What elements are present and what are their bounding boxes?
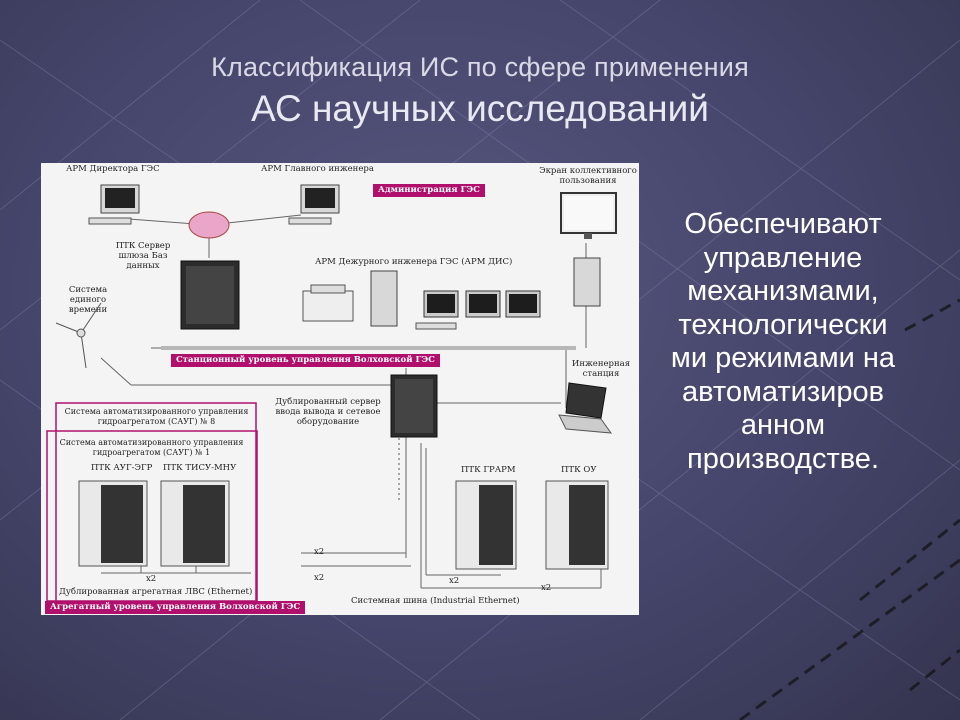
time-system-antenna-icon bbox=[55, 302, 102, 369]
label-x2-a: x2 bbox=[314, 547, 325, 557]
chief-pc-icon bbox=[288, 184, 340, 225]
cabinet-tisu-icon bbox=[160, 480, 230, 567]
printer-icon bbox=[302, 284, 354, 322]
label-engineering-station: Инженерная станция bbox=[571, 359, 631, 379]
side-description: Обеспечивают управление механизмами, тех… bbox=[670, 208, 896, 475]
collective-screen-icon bbox=[560, 192, 617, 239]
label-x2-e: x2 bbox=[541, 583, 552, 593]
cabinet-ou-icon bbox=[545, 480, 609, 570]
label-saug1: Система автоматизированного управления г… bbox=[59, 438, 244, 457]
label-time-system: Система единого времени bbox=[68, 285, 108, 315]
label-dup-lan: Дублированная агрегатная ЛВС (Ethernet) bbox=[59, 587, 253, 597]
label-arm-dis: АРМ Дежурного инженера ГЭС (АРМ ДИС) bbox=[315, 257, 513, 267]
label-ptk-ou: ПТК ОУ bbox=[561, 465, 597, 475]
label-x2-c: x2 bbox=[314, 573, 325, 583]
cabinet-grarm-icon bbox=[455, 480, 517, 570]
label-ptk-grarm: ПТК ГРАРМ bbox=[461, 465, 516, 475]
label-x2-b: x2 bbox=[146, 574, 157, 584]
label-saug8: Система автоматизированного управления г… bbox=[64, 407, 249, 426]
network-diagram: АРМ Директора ГЭС АРМ Главного инженера … bbox=[41, 163, 639, 615]
label-system-bus: Системная шина (Industrial Ethernet) bbox=[351, 596, 520, 606]
tower-right-icon bbox=[573, 257, 601, 307]
label-dup-server: Дублированный сервер ввода вывода и сете… bbox=[275, 397, 381, 427]
station-band: Станционный уровень управления Волховско… bbox=[171, 354, 440, 367]
cabinet-aug-icon bbox=[78, 480, 148, 567]
gateway-server-icon bbox=[180, 260, 240, 330]
label-gateway-server: ПТК Сервер шлюза Баз данных bbox=[115, 241, 171, 271]
label-arm-director: АРМ Директора ГЭС bbox=[66, 164, 160, 174]
dis-monitors-icon bbox=[415, 290, 541, 330]
slide-title-line1: Классификация ИС по сфере применения bbox=[211, 52, 749, 82]
slide-title-line2: АС научных исследований bbox=[251, 88, 709, 129]
label-x2-d: x2 bbox=[449, 576, 460, 586]
label-ptk-aug: ПТК АУГ-ЭГР bbox=[91, 463, 153, 473]
label-arm-chief: АРМ Главного инженера bbox=[261, 164, 374, 174]
duplicated-server-icon bbox=[390, 374, 438, 438]
diagram-graphics bbox=[46, 184, 617, 604]
label-ptk-tisu: ПТК ТИСУ-МНУ bbox=[163, 463, 237, 473]
label-collective-screen: Экран коллективного пользования bbox=[539, 166, 637, 186]
admin-band: Администрация ГЭС bbox=[373, 184, 485, 197]
agg-band: Агрегатный уровень управления Волховской… bbox=[45, 601, 306, 614]
dis-tower-icon bbox=[370, 270, 398, 327]
laptop-icon bbox=[558, 382, 613, 434]
director-pc-icon bbox=[88, 184, 140, 225]
